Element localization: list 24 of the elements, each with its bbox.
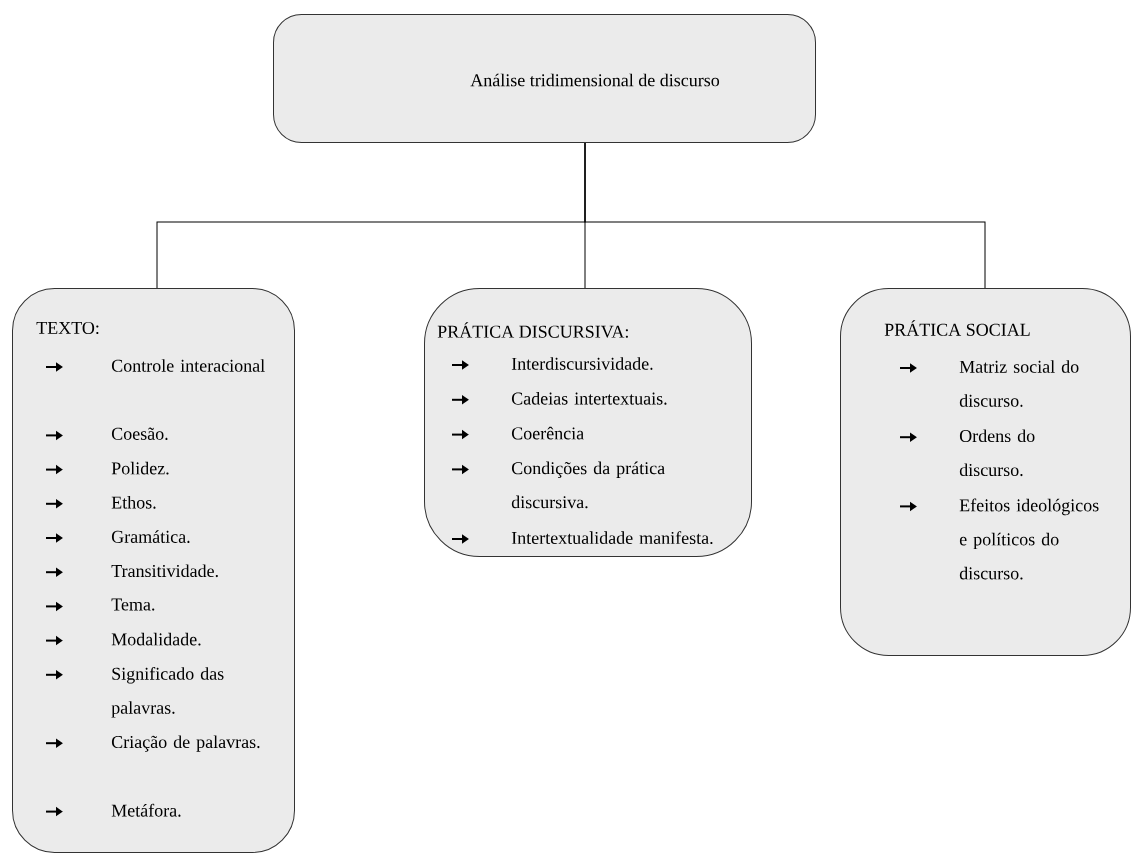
list-item: Coerência <box>511 426 584 440</box>
heading: TEXTO: <box>36 321 99 335</box>
list-item: Matriz social do discurso. <box>959 360 1079 407</box>
list-item: Gramática. <box>111 530 190 543</box>
heading: PRÁTICA SOCIAL <box>884 320 1030 336</box>
title: Análise tridimensional de discurso <box>470 73 720 87</box>
list-item: Significado das palavras. <box>111 667 224 718</box>
list-item: Modalidade. <box>111 632 201 646</box>
list-item: Transitividade. <box>111 564 218 578</box>
list-item: Cadeias intertextuais. <box>511 392 667 405</box>
list-item: Efeitos ideológicos e políticos do discurso. <box>959 498 1099 580</box>
list-item: Condições da prática discursiva. <box>511 461 665 509</box>
heading: PRÁTICA DISCURSIVA: <box>437 322 628 338</box>
list-item: Intertextualidade manifesta. <box>511 531 713 545</box>
connector <box>584 142 986 289</box>
list-item: Controle interacional <box>111 359 265 372</box>
list-item: Coesão. <box>111 427 168 440</box>
list-item: Metáfora. <box>111 803 181 817</box>
list-item: Ordens do discurso. <box>959 429 1035 477</box>
list-item: Polidez. <box>111 461 169 475</box>
list-item: Interdiscursividade. <box>511 357 653 370</box>
list-item: Tema. <box>111 598 155 611</box>
list-item: Criação de palavras. <box>111 735 260 752</box>
list-item: Ethos. <box>111 496 156 509</box>
